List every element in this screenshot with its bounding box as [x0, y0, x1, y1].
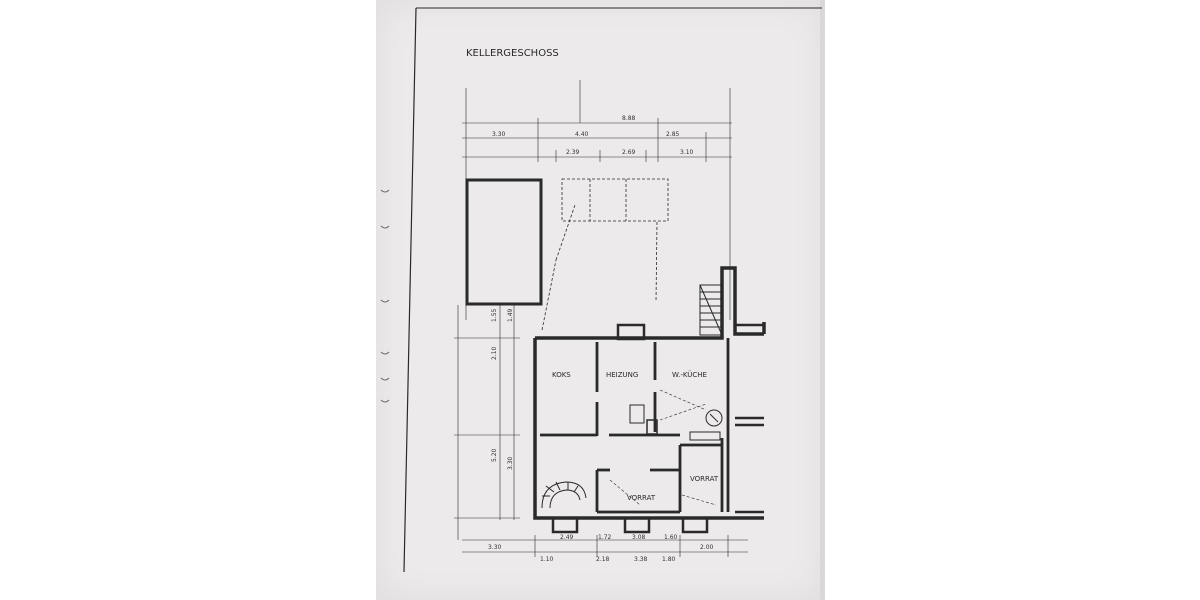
paper-sheet — [376, 0, 825, 600]
margin-ticks — [380, 189, 390, 403]
dim-bottom-2: 1.10 — [540, 556, 554, 563]
boiler — [629, 404, 645, 424]
drawing-title: KELLERGESCHOSS — [466, 48, 559, 59]
bottom-dimension-lines — [462, 535, 748, 557]
chimney-top — [616, 323, 646, 341]
dim-top-1: 3.30 — [492, 131, 506, 138]
dim-bottom-sub-4: 1.60 — [664, 534, 678, 541]
room-label-heizung: HEIZUNG — [606, 371, 638, 379]
dim-top-sub-3: 3.10 — [680, 149, 694, 156]
dim-bottom-4: 3.38 — [634, 556, 648, 563]
dim-top-sub-2: 2.69 — [622, 149, 636, 156]
dim-bottom-3: 2.18 — [596, 556, 610, 563]
dim-bottom-sub-3: 3.08 — [632, 534, 646, 541]
stair-top-right — [699, 284, 723, 336]
room-label-waschkueche: W.-KÜCHE — [672, 370, 707, 379]
top-dimension-lines — [462, 80, 732, 320]
left-dimension-lines — [454, 305, 520, 540]
room-label-vorrat-left: VORRAT — [627, 494, 656, 502]
frame-line-left — [403, 7, 417, 573]
counter — [689, 431, 721, 441]
dim-bottom-sub-1: 2.49 — [560, 534, 574, 541]
dashed-diagonals — [609, 389, 717, 506]
dim-left-3: 2.10 — [491, 346, 498, 360]
outer-walls — [533, 266, 766, 520]
dim-bottom-1: 3.30 — [488, 544, 502, 551]
dim-top-2: 4.40 — [575, 131, 589, 138]
dim-left-4: 5.20 — [491, 448, 498, 462]
drain-symbol — [705, 409, 723, 427]
stair-spiral — [541, 481, 587, 509]
room-label-vorrat-right: VORRAT — [690, 475, 719, 483]
interior-walls — [540, 338, 730, 514]
dim-bottom-sub-2: 1.72 — [598, 534, 612, 541]
dim-bottom-6: 2.00 — [700, 544, 714, 551]
light-wells-bottom — [551, 516, 709, 534]
dim-top-3: 2.85 — [666, 131, 680, 138]
neighbour-walls — [735, 323, 764, 514]
paper-edge — [820, 0, 825, 600]
chimney-flue — [646, 419, 658, 435]
garage-outline — [465, 178, 543, 306]
dim-top-sub-1: 2.39 — [566, 149, 580, 156]
dim-left-2: 1.49 — [507, 308, 514, 322]
dim-bottom-5: 1.80 — [662, 556, 676, 563]
dim-top-total: 8.88 — [622, 115, 636, 122]
dashed-boxes — [541, 178, 669, 331]
dim-left-5: 3.30 — [507, 456, 514, 470]
dim-left-1: 1.55 — [491, 308, 498, 322]
room-label-koks: KOKS — [552, 371, 571, 379]
